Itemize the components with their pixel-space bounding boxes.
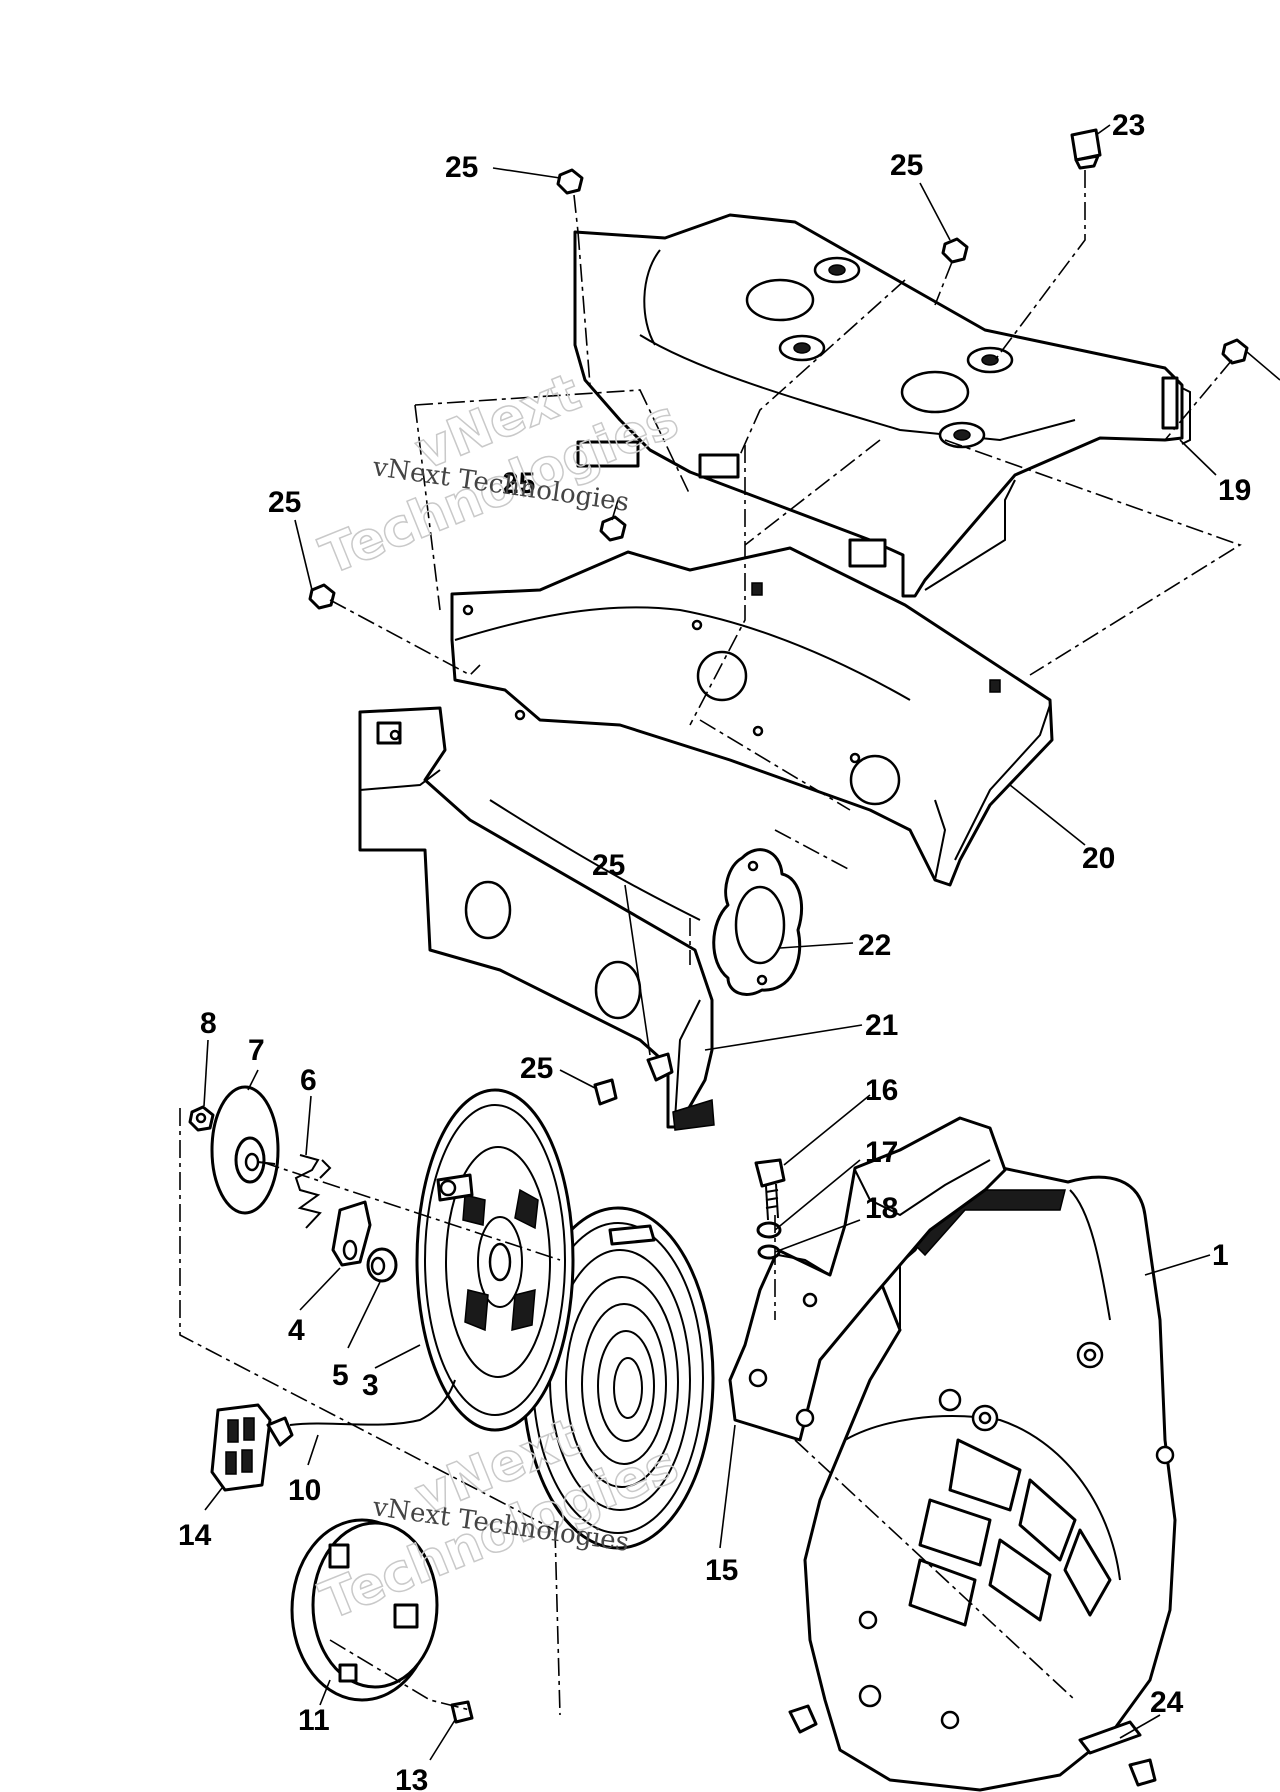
callout-6: 6 [300, 1064, 317, 1097]
nut-part-8 [188, 1105, 215, 1132]
nut-25-e [308, 583, 336, 610]
callout-3: 3 [362, 1369, 379, 1402]
spring-clip-part-6 [294, 1154, 332, 1229]
callout-10: 10 [288, 1474, 321, 1507]
callout-15: 15 [705, 1554, 738, 1587]
lower-shroud-part-20 [450, 546, 1054, 887]
callout-22: 22 [858, 929, 891, 962]
callout-labels: 1 3 4 5 6 7 8 10 11 13 14 15 16 17 18 19… [178, 109, 1251, 1792]
callout-25-f: 25 [520, 1052, 553, 1085]
callout-14: 14 [178, 1519, 212, 1552]
starter-rope-part-10 [289, 1379, 456, 1426]
assembly-guide-lines [179, 170, 1242, 1716]
nut-25-d [599, 515, 627, 542]
bracket-part-15 [728, 1116, 1007, 1442]
bolt-25-f [646, 1052, 674, 1082]
callout-25-e: 25 [592, 849, 625, 882]
fitting-part-24 [1078, 1720, 1157, 1787]
callout-18: 18 [865, 1192, 898, 1225]
callout-17: 17 [865, 1136, 898, 1169]
cap-screw-part-23 [1070, 128, 1102, 170]
callout-25-d: 25 [268, 486, 301, 519]
callout-21: 21 [865, 1009, 898, 1042]
callout-20: 20 [1082, 842, 1115, 875]
bolt-part-16 [754, 1158, 786, 1221]
callout-23: 23 [1112, 109, 1145, 142]
callout-4: 4 [288, 1314, 305, 1347]
side-baffle-part-21 [358, 706, 715, 1131]
fan-housing-part-1 [803, 1158, 1177, 1792]
pulley-part-3 [415, 1088, 575, 1432]
callout-19: 19 [1218, 474, 1251, 507]
callout-1: 1 [1212, 1239, 1229, 1272]
callout-8: 8 [200, 1007, 217, 1040]
callout-25-b: 25 [890, 149, 923, 182]
callout-25-a: 25 [445, 151, 478, 184]
washer-part-18 [757, 1244, 781, 1260]
screw-lower-housing [788, 1704, 818, 1734]
upper-shroud-part-19 [573, 213, 1191, 598]
retainer-part-11 [290, 1518, 439, 1702]
callout-25-c: 25 [502, 467, 535, 500]
bolt-25-g [593, 1078, 618, 1106]
pawl-part-4 [331, 1200, 372, 1267]
callout-11: 11 [298, 1704, 330, 1737]
nut-25-a [556, 168, 584, 195]
nut-25-b [941, 237, 969, 264]
lock-washer-part-17 [756, 1221, 782, 1239]
collar-part-5 [366, 1247, 398, 1283]
callout-16: 16 [865, 1074, 898, 1107]
callout-13: 13 [395, 1764, 428, 1792]
starter-handle-part-14 [210, 1403, 294, 1492]
gasket-part-22 [712, 848, 803, 996]
screw-part-13 [450, 1700, 474, 1724]
nut-25-c [1221, 338, 1249, 365]
callout-7: 7 [248, 1034, 265, 1067]
leader-lines [203, 124, 1280, 1761]
callout-24: 24 [1150, 1686, 1184, 1719]
callout-5: 5 [332, 1359, 349, 1392]
cap-part-7 [210, 1085, 280, 1215]
